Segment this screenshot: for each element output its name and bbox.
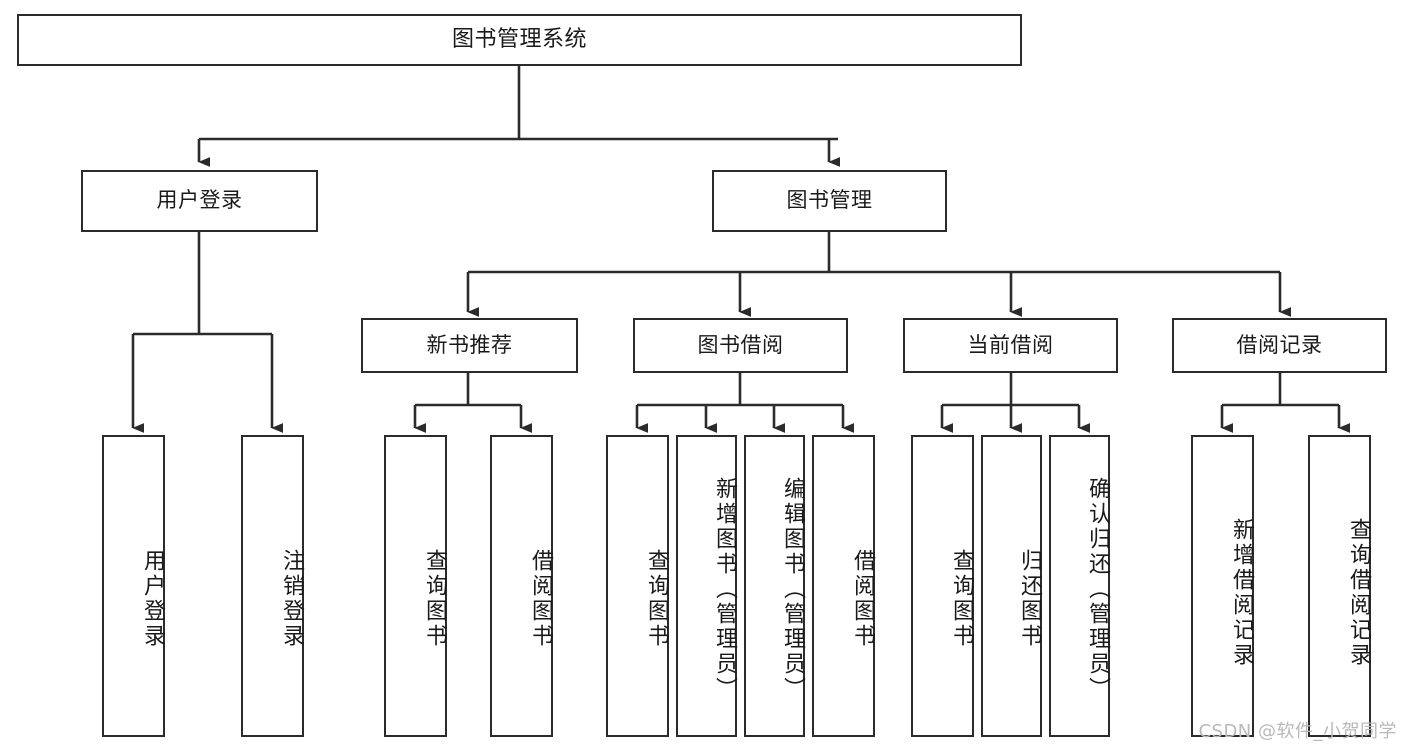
node-leaf-query-book-1-label: 查询图书	[422, 549, 447, 649]
node-leaf-borrow-book-1[interactable]: 借阅图书	[490, 435, 553, 737]
node-leaf-query-book-3[interactable]: 查询图书	[911, 435, 974, 737]
node-leaf-add-book-label: 新增图书（管理员）	[712, 476, 737, 702]
node-book-management[interactable]: 图书管理	[712, 170, 947, 232]
node-leaf-query-book-1[interactable]: 查询图书	[384, 435, 447, 737]
node-leaf-edit-book[interactable]: 编辑图书（管理员）	[744, 435, 805, 737]
node-borrow-record-label: 借阅记录	[1236, 332, 1323, 357]
node-leaf-edit-book-label: 编辑图书（管理员）	[780, 476, 805, 702]
node-current-borrow[interactable]: 当前借阅	[903, 318, 1118, 373]
node-leaf-query-book-2-label: 查询图书	[644, 549, 669, 649]
node-leaf-user-login-label: 用户登录	[140, 549, 165, 649]
node-user-login-label: 用户登录	[156, 188, 243, 213]
node-leaf-confirm-return-label: 确认归还（管理员）	[1085, 476, 1110, 702]
node-leaf-user-logout-label: 注销登录	[279, 549, 304, 649]
watermark-text: CSDN @软件_小贺同学	[1198, 721, 1397, 742]
node-new-book-recommend-label: 新书推荐	[426, 332, 513, 357]
node-leaf-add-record[interactable]: 新增借阅记录	[1191, 435, 1254, 737]
node-leaf-query-book-3-label: 查询图书	[949, 549, 974, 649]
node-leaf-borrow-book-2-label: 借阅图书	[850, 549, 875, 649]
node-leaf-borrow-book-1-label: 借阅图书	[528, 549, 553, 649]
node-leaf-query-record-label: 查询借阅记录	[1346, 518, 1371, 668]
node-current-borrow-label: 当前借阅	[967, 332, 1054, 357]
node-leaf-return-book[interactable]: 归还图书	[981, 435, 1042, 737]
node-leaf-user-login[interactable]: 用户登录	[102, 435, 165, 737]
node-leaf-add-record-label: 新增借阅记录	[1229, 518, 1254, 668]
node-leaf-return-book-label: 归还图书	[1017, 549, 1042, 649]
node-borrow-record[interactable]: 借阅记录	[1172, 318, 1387, 373]
node-book-borrow-label: 图书借阅	[697, 332, 784, 357]
node-book-borrow[interactable]: 图书借阅	[633, 318, 848, 373]
node-root-system[interactable]: 图书管理系统	[17, 14, 1022, 66]
node-leaf-query-book-2[interactable]: 查询图书	[606, 435, 669, 737]
node-user-login[interactable]: 用户登录	[81, 170, 318, 232]
node-leaf-add-book[interactable]: 新增图书（管理员）	[676, 435, 737, 737]
node-book-management-label: 图书管理	[786, 188, 873, 213]
node-leaf-confirm-return[interactable]: 确认归还（管理员）	[1049, 435, 1110, 737]
node-new-book-recommend[interactable]: 新书推荐	[361, 318, 578, 373]
node-leaf-user-logout[interactable]: 注销登录	[241, 435, 304, 737]
node-leaf-borrow-book-2[interactable]: 借阅图书	[812, 435, 875, 737]
node-leaf-query-record[interactable]: 查询借阅记录	[1308, 435, 1371, 737]
node-root-label: 图书管理系统	[451, 26, 587, 52]
